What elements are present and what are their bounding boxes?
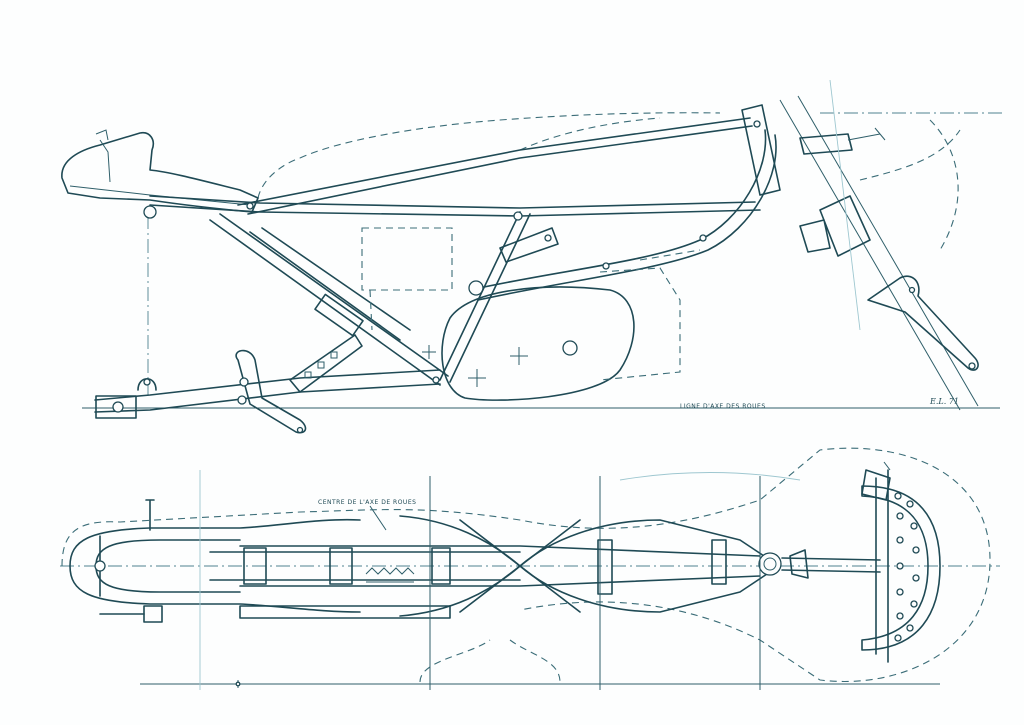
down-tube-node bbox=[602, 262, 610, 270]
plan-x-brace bbox=[459, 519, 581, 613]
paper-ghost-marks bbox=[199, 79, 861, 690]
rear-upper-pivot bbox=[143, 205, 157, 219]
swing-arm bbox=[94, 369, 441, 413]
kickstand-end bbox=[296, 426, 304, 434]
front-fender bbox=[799, 195, 871, 257]
plan-fork-stem bbox=[781, 557, 881, 573]
plate-hole bbox=[896, 536, 904, 544]
seat-bracket bbox=[246, 202, 254, 210]
plate-hole bbox=[894, 634, 902, 642]
plan-rear-upright bbox=[145, 499, 155, 531]
shock-body bbox=[314, 293, 364, 337]
plate-hole bbox=[906, 500, 914, 508]
handlebar-stem bbox=[847, 127, 886, 141]
plan-rear-loop bbox=[69, 518, 361, 613]
plan-label-leader bbox=[369, 505, 387, 531]
footrest-pivot-lower bbox=[237, 395, 247, 405]
rear-shock bbox=[249, 227, 411, 341]
upper-frame-rail bbox=[149, 195, 761, 217]
fork-clamp bbox=[799, 133, 853, 155]
brake-arm-pivot bbox=[908, 286, 916, 294]
gusset-plate-upper bbox=[499, 227, 559, 263]
plate-hole bbox=[896, 512, 904, 520]
plan-view: CENTRE DE L'AXE DE ROUES bbox=[60, 447, 1000, 690]
engine-cylinder-outline bbox=[361, 227, 681, 381]
plate-hole bbox=[894, 492, 902, 500]
brake-arm-end bbox=[968, 362, 976, 370]
top-tube bbox=[237, 117, 753, 215]
plan-handle-clamp bbox=[789, 549, 809, 579]
tail-inner-line bbox=[69, 185, 251, 206]
carburettor-outline bbox=[369, 249, 701, 331]
draftsman-signature: E.L. 71 bbox=[929, 397, 959, 406]
rear-axle-mount-hole bbox=[143, 378, 151, 386]
tail-light-bracket bbox=[95, 129, 111, 183]
plan-fork-top-bracket bbox=[861, 469, 891, 501]
diagonal-brace bbox=[209, 213, 449, 386]
side-elevation-view: LIGNE D'AXE DES ROUES E.L. 71 bbox=[61, 95, 1005, 434]
plan-front-plate-holes bbox=[894, 492, 920, 642]
engine-mount-cross-2 bbox=[468, 369, 486, 387]
front-wheel-arc bbox=[859, 119, 961, 251]
steering-head bbox=[741, 104, 781, 196]
plan-cross-member-4 bbox=[597, 539, 613, 595]
plan-fork-top-bolt bbox=[883, 461, 891, 471]
gusset-hole bbox=[544, 234, 552, 242]
down-tube bbox=[469, 129, 777, 301]
plate-hole bbox=[912, 574, 920, 582]
front-brake-arm bbox=[867, 275, 979, 371]
plan-cross-member-1 bbox=[243, 547, 267, 585]
footrest-pivot bbox=[239, 377, 249, 387]
seat-tank-outline bbox=[299, 112, 721, 159]
plan-rear-lamp bbox=[94, 560, 106, 572]
plan-steering-head bbox=[758, 552, 782, 576]
plate-hole bbox=[896, 588, 904, 596]
rear-axle-plate bbox=[95, 395, 137, 419]
seat-outline bbox=[257, 157, 301, 199]
plan-bracket-zigzag-1 bbox=[365, 567, 415, 575]
plate-slot-2 bbox=[317, 361, 325, 369]
engine-mount-cross-1 bbox=[510, 347, 528, 365]
plan-front-plate bbox=[861, 485, 941, 651]
rear-axle bbox=[112, 401, 124, 413]
plan-front-plate-inner bbox=[875, 469, 889, 663]
steering-head-bolt bbox=[753, 120, 761, 128]
front-gusset-node bbox=[699, 234, 707, 242]
plate-hole bbox=[896, 562, 904, 570]
plan-datum-dot bbox=[235, 681, 241, 687]
plate-hole bbox=[910, 600, 918, 608]
front-fork bbox=[779, 95, 979, 411]
plate-hole bbox=[912, 546, 920, 554]
plate-hole bbox=[906, 624, 914, 632]
plate-slot-3 bbox=[330, 351, 338, 359]
plan-centre-label: CENTRE DE L'AXE DE ROUES bbox=[318, 499, 416, 506]
ghost-line-1 bbox=[619, 472, 801, 481]
plan-cross-member-3 bbox=[431, 547, 451, 585]
brace-node bbox=[513, 211, 523, 221]
plate-slot-1 bbox=[304, 371, 312, 379]
side-plate-rear bbox=[289, 334, 363, 393]
engine-case bbox=[441, 286, 635, 401]
brace-node-lower bbox=[432, 376, 440, 384]
engine-sprocket bbox=[562, 340, 578, 356]
plan-rear-axle-block bbox=[143, 605, 163, 623]
ghost-line-2 bbox=[829, 79, 861, 331]
plate-hole bbox=[896, 612, 904, 620]
plate-hole bbox=[910, 522, 918, 530]
plan-cross-member-2 bbox=[329, 547, 353, 585]
plan-cross-member-5 bbox=[711, 539, 727, 585]
plan-steering-head-inner bbox=[763, 557, 777, 571]
plan-tank-outline bbox=[61, 447, 991, 683]
plan-lower-rail bbox=[239, 605, 451, 619]
plan-engine-base bbox=[419, 639, 561, 683]
footrest-bracket bbox=[235, 349, 307, 434]
rear-tail-section bbox=[61, 131, 259, 213]
wheel-axis-label: LIGNE D'AXE DES ROUES bbox=[680, 403, 766, 410]
plan-main-rails bbox=[209, 545, 761, 587]
engine-mount-cross-3 bbox=[422, 345, 436, 359]
plan-rear-loop-inner bbox=[95, 539, 241, 593]
